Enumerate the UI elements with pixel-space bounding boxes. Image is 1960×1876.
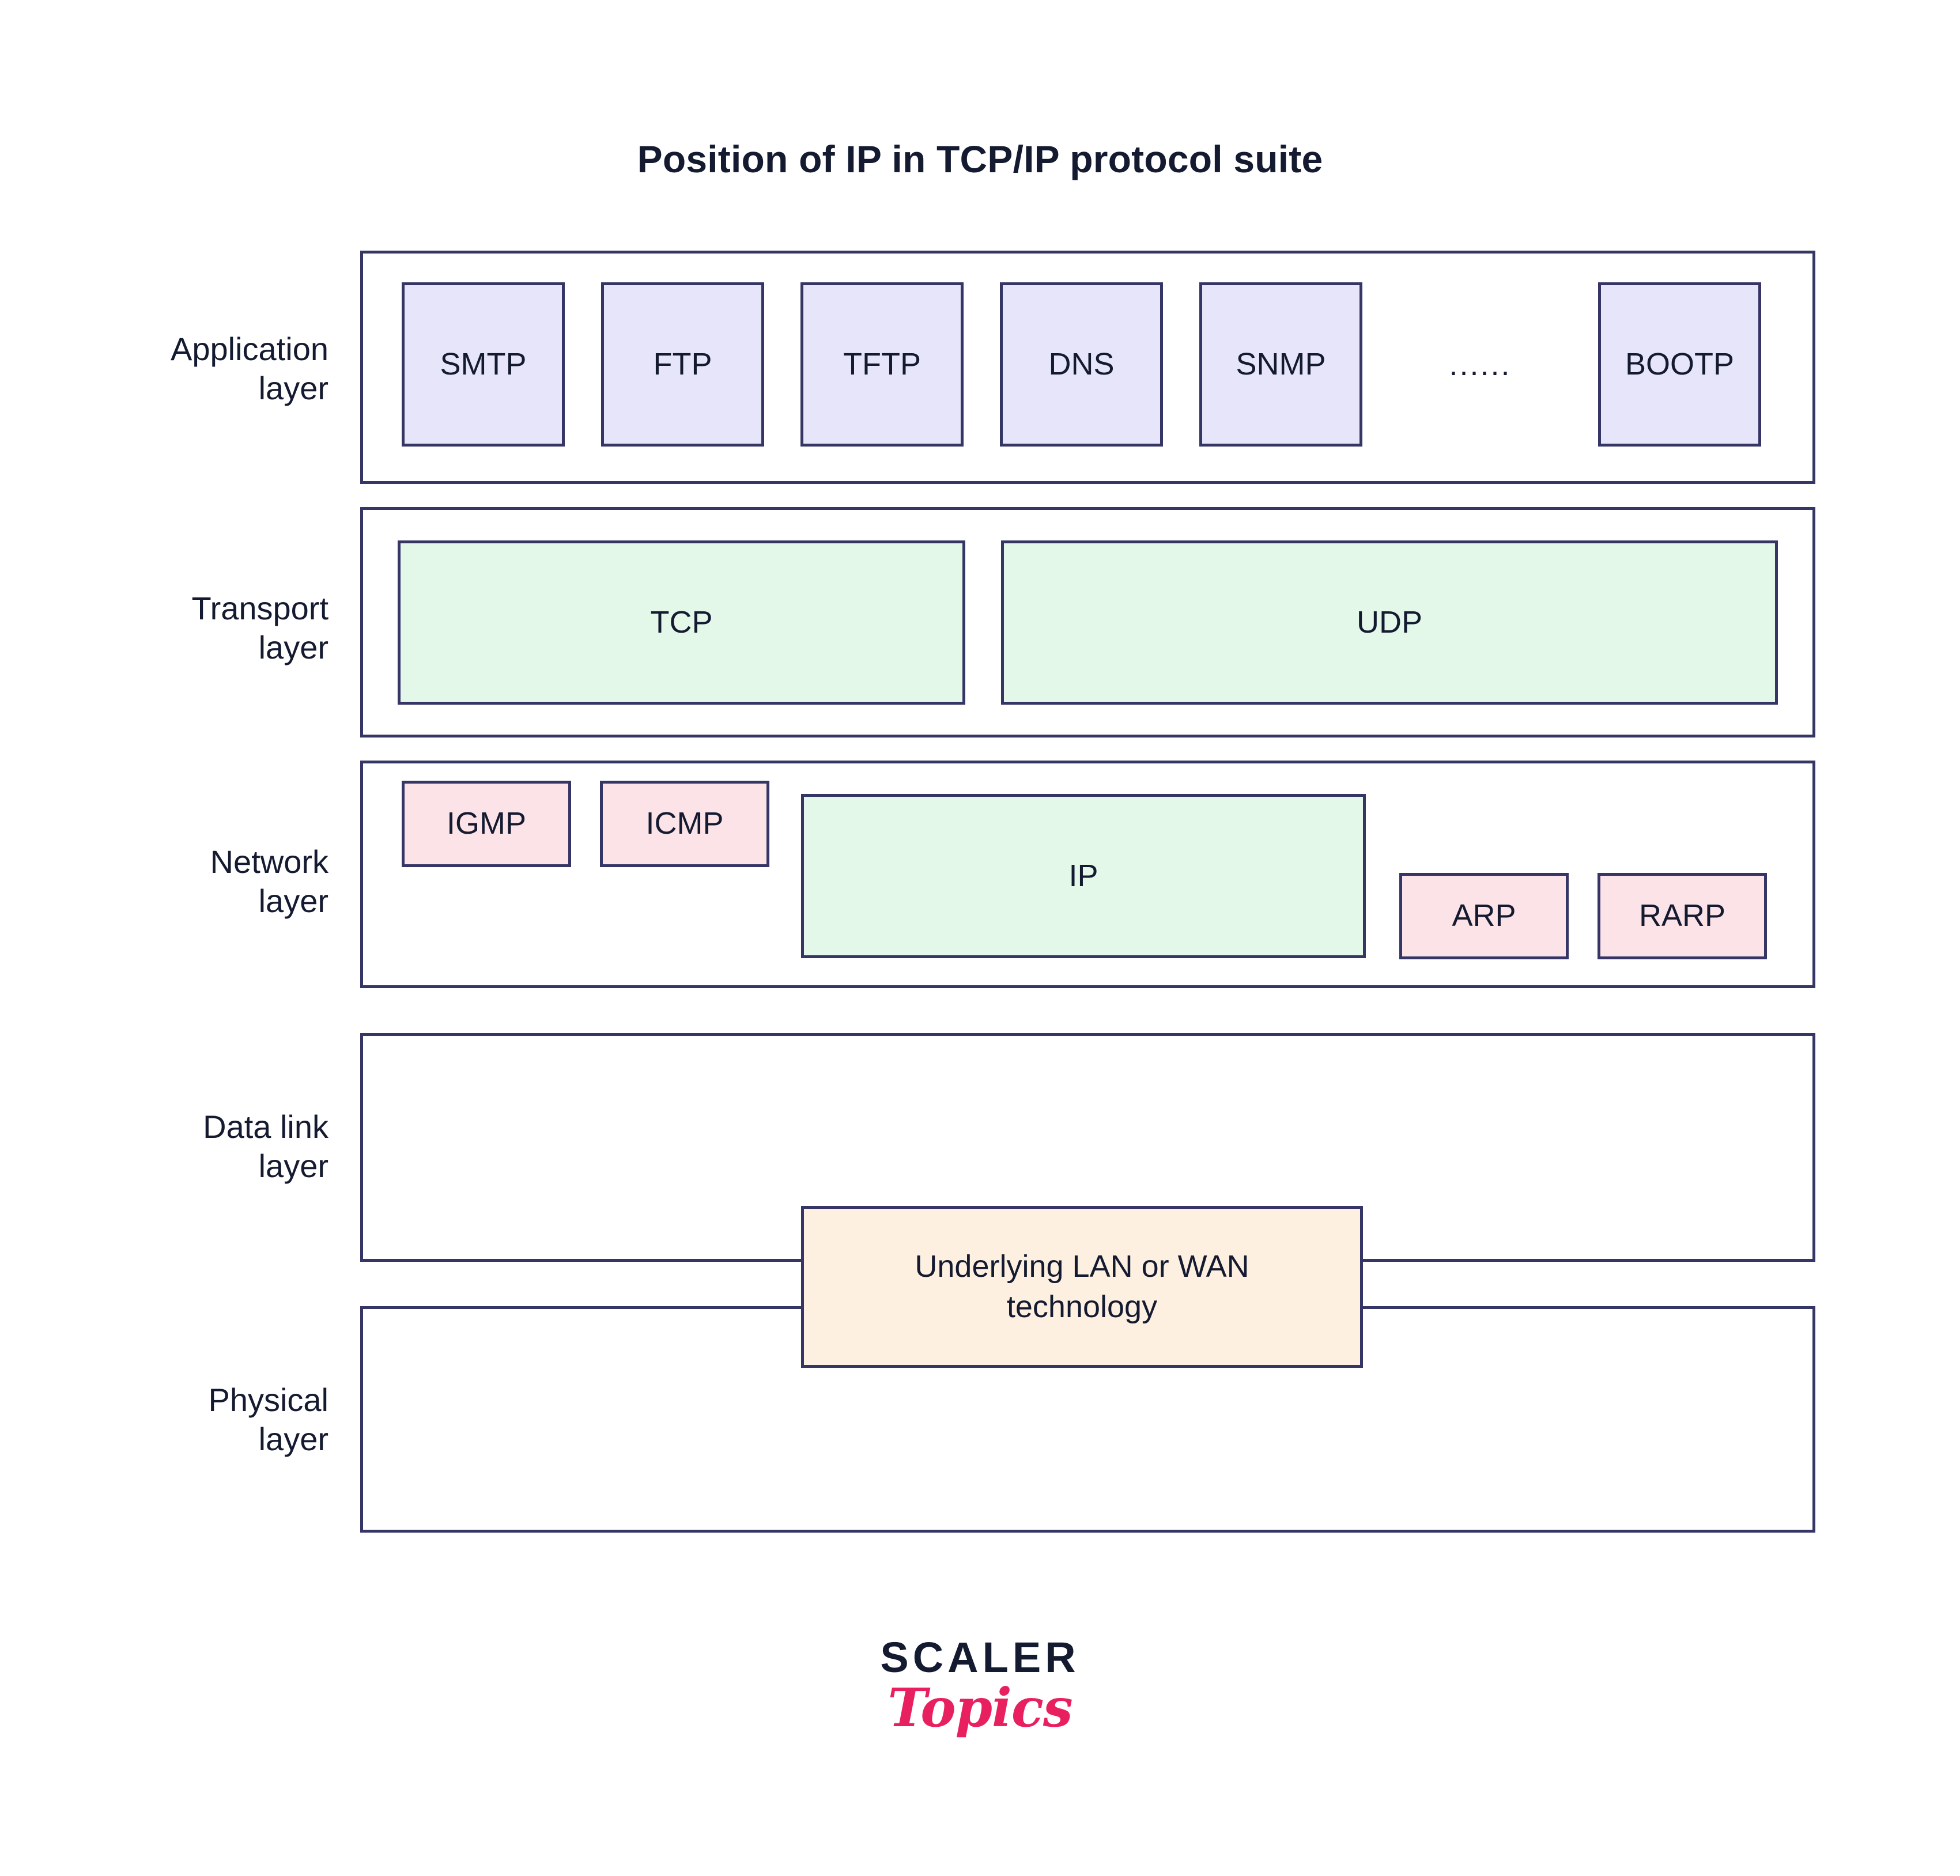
protocol-box-tcp[interactable]: TCP xyxy=(398,540,965,705)
layer-label-physical: Physical layer xyxy=(6,1380,328,1459)
layer-label-application-line2: layer xyxy=(258,370,328,407)
protocol-label-bootp: BOOTP xyxy=(1625,346,1735,381)
underlying-technology-label-line2: technology xyxy=(1006,1289,1158,1324)
page-title: Position of IP in TCP/IP protocol suite xyxy=(637,138,1323,180)
protocol-box-tftp[interactable]: TFTP xyxy=(800,282,964,447)
layer-label-transport-line1: Transport xyxy=(191,590,328,626)
protocol-box-arp[interactable]: ARP xyxy=(1399,873,1569,959)
protocol-ellipsis: ...... xyxy=(1449,347,1512,382)
layer-label-data-link-line2: layer xyxy=(258,1148,328,1185)
protocol-box-bootp[interactable]: BOOTP xyxy=(1598,282,1761,447)
brand-logo-secondary: Topics xyxy=(888,1677,1072,1739)
protocol-label-tcp: TCP xyxy=(650,604,713,640)
protocol-label-smtp: SMTP xyxy=(440,346,527,381)
layer-label-physical-line2: layer xyxy=(258,1421,328,1458)
layer-label-application-line1: Application xyxy=(171,331,328,367)
protocol-label-snmp: SNMP xyxy=(1236,346,1326,381)
protocol-box-igmp[interactable]: IGMP xyxy=(402,781,571,867)
layer-label-network-line2: layer xyxy=(258,883,328,920)
brand-logo: SCALER Topics xyxy=(0,1636,1960,1736)
layer-label-data-link: Data link layer xyxy=(6,1107,328,1186)
layer-label-physical-line1: Physical xyxy=(208,1382,328,1418)
protocol-box-rarp[interactable]: RARP xyxy=(1598,873,1767,959)
layer-label-application: Application layer xyxy=(6,330,328,409)
protocol-box-ip[interactable]: IP xyxy=(801,794,1366,958)
protocol-box-icmp[interactable]: ICMP xyxy=(600,781,769,867)
underlying-technology-box[interactable]: Underlying LAN or WAN technology xyxy=(801,1206,1363,1368)
protocol-box-udp[interactable]: UDP xyxy=(1001,540,1778,705)
protocol-box-ftp[interactable]: FTP xyxy=(601,282,764,447)
protocol-label-icmp: ICMP xyxy=(645,806,724,841)
protocol-label-ftp: FTP xyxy=(653,346,712,381)
layer-label-network: Network layer xyxy=(6,842,328,921)
layer-label-transport: Transport layer xyxy=(6,589,328,668)
protocol-box-dns[interactable]: DNS xyxy=(1000,282,1163,447)
underlying-technology-label-line1: Underlying LAN or WAN xyxy=(915,1249,1249,1284)
protocol-label-igmp: IGMP xyxy=(446,806,526,841)
protocol-label-ip: IP xyxy=(1068,858,1098,893)
protocol-label-arp: ARP xyxy=(1452,898,1516,933)
protocol-label-rarp: RARP xyxy=(1638,898,1726,933)
protocol-label-dns: DNS xyxy=(1048,346,1115,381)
protocol-label-tftp: TFTP xyxy=(843,346,921,381)
layer-label-network-line1: Network xyxy=(210,844,328,880)
protocol-box-smtp[interactable]: SMTP xyxy=(402,282,565,447)
protocol-label-udp: UDP xyxy=(1356,604,1422,640)
brand-logo-primary: SCALER xyxy=(880,1633,1080,1681)
layer-label-data-link-line1: Data link xyxy=(203,1109,328,1145)
protocol-box-snmp[interactable]: SNMP xyxy=(1199,282,1362,447)
layer-label-transport-line2: layer xyxy=(258,629,328,666)
